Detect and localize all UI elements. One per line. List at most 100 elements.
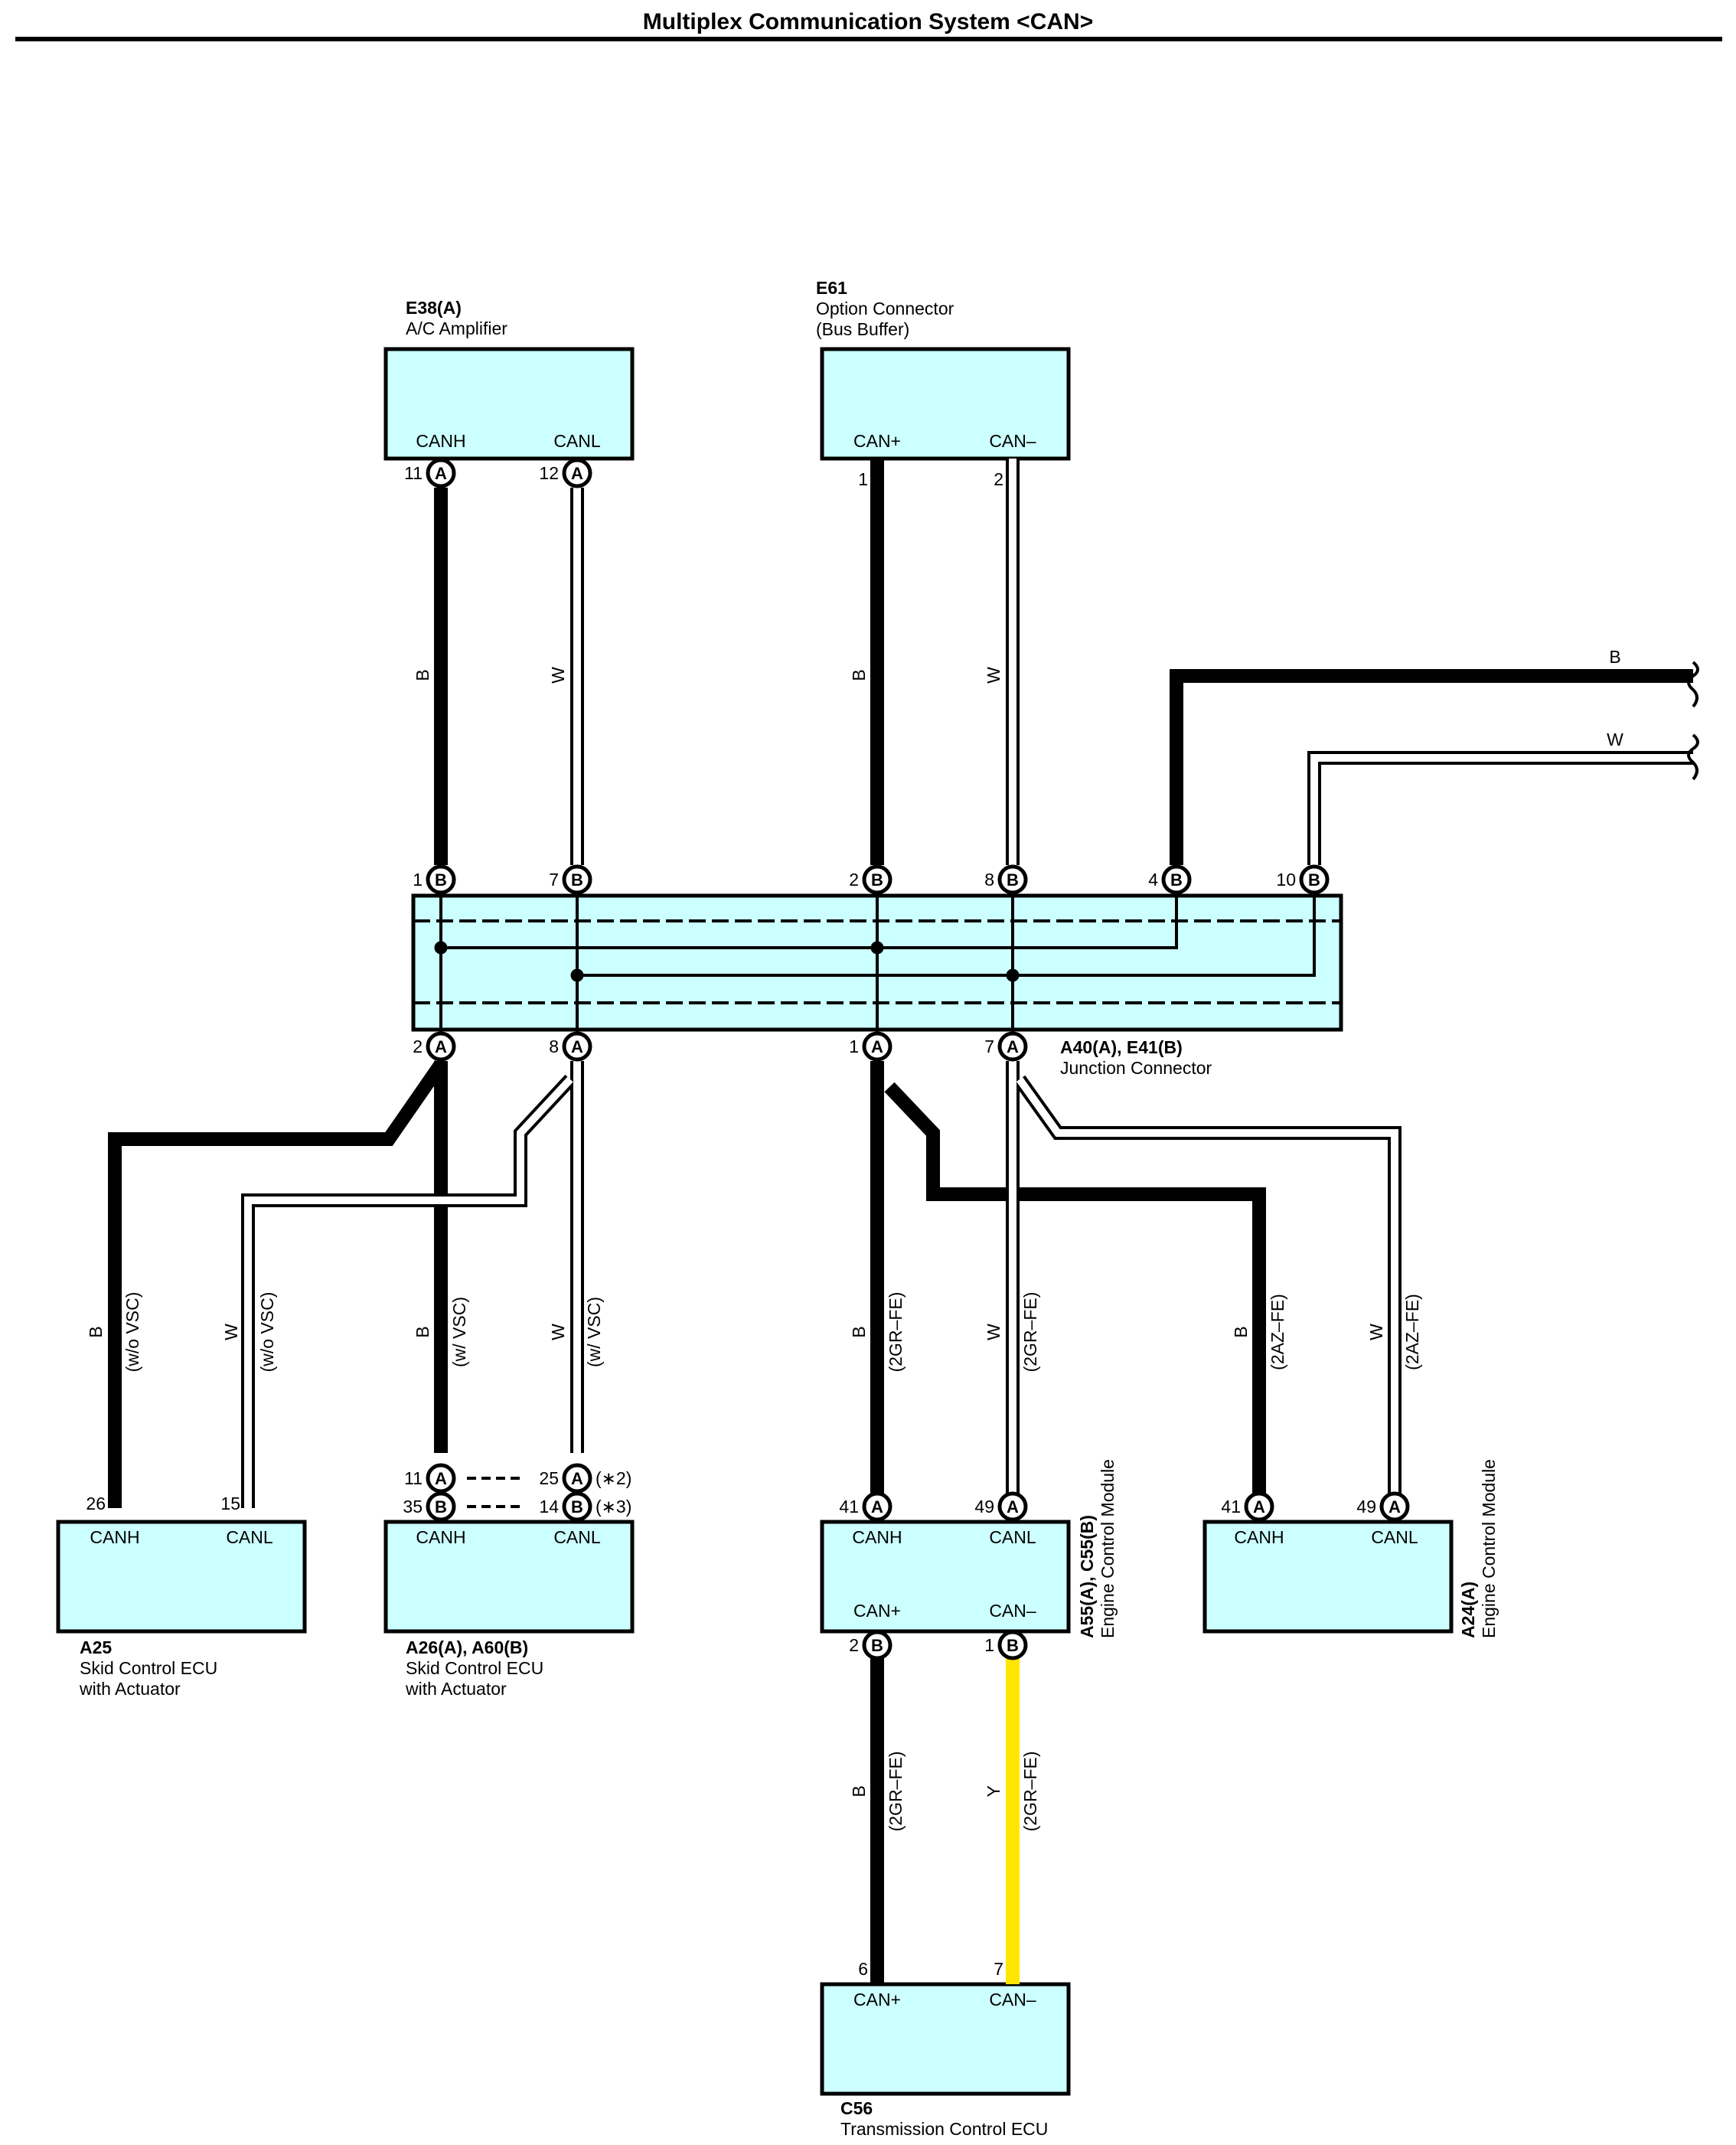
wire-color-label: B	[849, 1785, 869, 1797]
component-id: A25	[80, 1637, 112, 1657]
pin-number: 49	[1356, 1497, 1376, 1517]
pin-number: 12	[539, 463, 559, 483]
terminal-name: CANH	[90, 1527, 139, 1547]
pin-letter: B	[435, 1497, 447, 1517]
pin-letter: B	[1170, 870, 1183, 890]
a26-box	[383, 1520, 635, 1634]
wire-color-label: B	[413, 669, 432, 681]
splice-dot	[1006, 968, 1020, 982]
terminal-name: CANL	[553, 431, 601, 451]
c56-box	[820, 1982, 1071, 2096]
pin-letter: A	[1253, 1497, 1265, 1517]
wire-condition-label: (2AZ–FE)	[1268, 1294, 1287, 1370]
wire-condition-label: (w/ VSC)	[584, 1297, 604, 1367]
wire-color-label: B	[86, 1326, 106, 1337]
terminal-name: CANL	[226, 1527, 273, 1547]
wire-condition-label: (2GR–FE)	[886, 1292, 906, 1373]
component-name: with Actuator	[405, 1679, 507, 1699]
pin-number: 2	[994, 469, 1003, 489]
pin-letter: B	[1308, 870, 1320, 890]
pin-number: 14	[539, 1497, 559, 1517]
pin-letter: B	[1007, 870, 1019, 890]
component-id: A26(A), A60(B)	[406, 1637, 528, 1657]
pin-letter: B	[571, 870, 583, 890]
pin-letter: A	[1007, 1037, 1019, 1056]
wire-condition-label: (w/o VSC)	[257, 1292, 277, 1373]
pin-number: 15	[220, 1494, 240, 1513]
pin-number: 1	[413, 870, 423, 890]
pin-number: 11	[404, 463, 423, 483]
continuation-mark	[1687, 661, 1699, 781]
pin-link	[467, 1477, 524, 1508]
pin-letter: A	[871, 1497, 883, 1517]
pin-number: 7	[984, 1037, 994, 1056]
pin-letter: B	[1007, 1636, 1019, 1655]
wire-condition-label: (2AZ–FE)	[1402, 1294, 1422, 1370]
pin-number: 25	[539, 1468, 559, 1488]
e61-box	[820, 347, 1071, 461]
component-name: with Actuator	[79, 1679, 181, 1699]
junction-internal	[413, 880, 1341, 1046]
wire-color-label: W	[1366, 1324, 1386, 1340]
pin-number: 11	[404, 1468, 423, 1488]
a25-box	[56, 1520, 307, 1634]
wire-condition-label: (2GR–FE)	[1020, 1292, 1040, 1373]
wire-condition-label: (2GR–FE)	[1020, 1752, 1040, 1832]
pin-letter: A	[1388, 1497, 1401, 1517]
pin-number: 8	[984, 870, 994, 890]
pin-letter: A	[435, 1037, 447, 1056]
terminal-name: CANH	[416, 431, 465, 451]
terminal-name: CANL	[553, 1527, 601, 1547]
wires-black	[108, 459, 1693, 1984]
component-name: (Bus Buffer)	[816, 319, 909, 339]
pin-number: 4	[1148, 870, 1158, 890]
terminal-name: CAN+	[853, 1990, 901, 2010]
terminal-name: CAN+	[853, 431, 901, 451]
pin-number: 41	[1221, 1497, 1241, 1517]
pin-note: (∗3)	[596, 1497, 631, 1517]
pin-letter: B	[871, 870, 883, 890]
terminal-name: CAN+	[853, 1601, 901, 1621]
splice-dot	[870, 941, 884, 955]
splice-dot	[434, 941, 448, 955]
wires-white-core	[244, 459, 1693, 1508]
page-title: Multiplex Communication System <CAN>	[643, 9, 1093, 34]
pin-number: 49	[974, 1497, 994, 1517]
component-id: C56	[840, 2098, 873, 2118]
pin-letter: A	[871, 1037, 883, 1056]
terminal-name: CAN–	[989, 1601, 1036, 1621]
terminal-name: CANL	[1371, 1527, 1418, 1547]
pin-letter: B	[571, 1497, 583, 1517]
wire-color-label: B	[1609, 647, 1620, 667]
component-name: Engine Control Module	[1098, 1459, 1118, 1638]
pin-number: 2	[413, 1037, 423, 1056]
wire-condition-label: (w/ VSC)	[449, 1297, 469, 1367]
e38-box	[383, 347, 635, 461]
a24-box	[1202, 1520, 1454, 1634]
wire-condition-label: (2GR–FE)	[886, 1752, 906, 1832]
a55-box	[820, 1520, 1071, 1634]
component-name: Skid Control ECU	[406, 1658, 543, 1678]
terminal-name: CANH	[416, 1527, 465, 1547]
wire-color-label: W	[984, 667, 1003, 684]
wire-color-label: W	[548, 667, 568, 684]
pin-number: 35	[403, 1497, 423, 1517]
pin-letter: A	[435, 1469, 447, 1488]
pin-letter: A	[435, 464, 447, 483]
connector-circles	[426, 458, 1410, 1660]
pin-number: 7	[549, 870, 559, 890]
pin-number: 1	[858, 469, 868, 489]
component-id: A40(A), E41(B)	[1060, 1037, 1183, 1057]
title-rule	[15, 37, 1722, 41]
pin-letter: A	[1007, 1497, 1019, 1517]
wire-condition-label: (w/o VSC)	[122, 1292, 142, 1373]
component-name: Engine Control Module	[1479, 1459, 1499, 1638]
wire-color-label: Y	[984, 1785, 1003, 1797]
pin-number: 2	[849, 1635, 859, 1655]
component-id: A55(A), C55(B)	[1077, 1515, 1097, 1638]
terminal-name: CANH	[1234, 1527, 1284, 1547]
component-name: Skid Control ECU	[80, 1658, 217, 1678]
pin-number: 1	[984, 1635, 994, 1655]
wire-color-label: B	[413, 1326, 432, 1337]
